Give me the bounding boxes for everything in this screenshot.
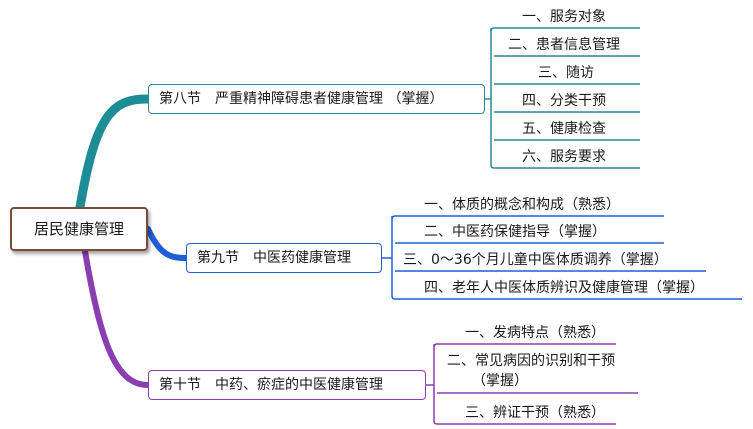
branch-connector-10 [82, 248, 151, 388]
section-8-item-2[interactable]: 二、患者信息管理 [508, 37, 620, 53]
section-8-node[interactable]: 第八节 严重精神障碍患者健康管理 （掌握） [148, 84, 485, 114]
root-node[interactable]: 居民健康管理 [10, 207, 148, 251]
branch-connector-9 [145, 226, 189, 261]
section-8-item-4[interactable]: 四、分类干预 [522, 93, 606, 109]
section-9-item-2[interactable]: 二、中医药保健指导（掌握） [424, 224, 606, 240]
leaf-connectors-8 [485, 27, 640, 169]
section-9-node[interactable]: 第九节 中医药健康管理 [186, 243, 382, 273]
leaf-connectors-9 [382, 215, 742, 300]
section-9-item-1[interactable]: 一、体质的概念和构成（熟悉） [424, 197, 620, 213]
branch-connector-8 [75, 94, 153, 212]
leaf-connectors-10 [426, 343, 638, 425]
section-8-item-1[interactable]: 一、服务对象 [522, 9, 606, 25]
section-10-item-1[interactable]: 一、发病特点（熟悉） [465, 325, 605, 341]
section-10-node[interactable]: 第十节 中药、瘀症的中医健康管理 [148, 370, 426, 400]
section-8-item-3[interactable]: 三、随访 [538, 65, 594, 81]
section-8-item-6[interactable]: 六、服务要求 [522, 149, 606, 165]
section-9-item-3[interactable]: 三、0～36个月儿童中医体质调养（掌握） [403, 252, 668, 268]
section-10-item-2[interactable]: 二、常见病因的识别和干预 [447, 353, 615, 369]
section-10-item-3[interactable]: 三、辨证干预（熟悉） [465, 405, 605, 421]
section-8-item-5[interactable]: 五、健康检查 [522, 121, 606, 137]
section-9-item-4[interactable]: 四、老年人中医体质辨识及健康管理（掌握） [424, 280, 704, 296]
section-10-item-2-note: （掌握） [472, 373, 528, 389]
